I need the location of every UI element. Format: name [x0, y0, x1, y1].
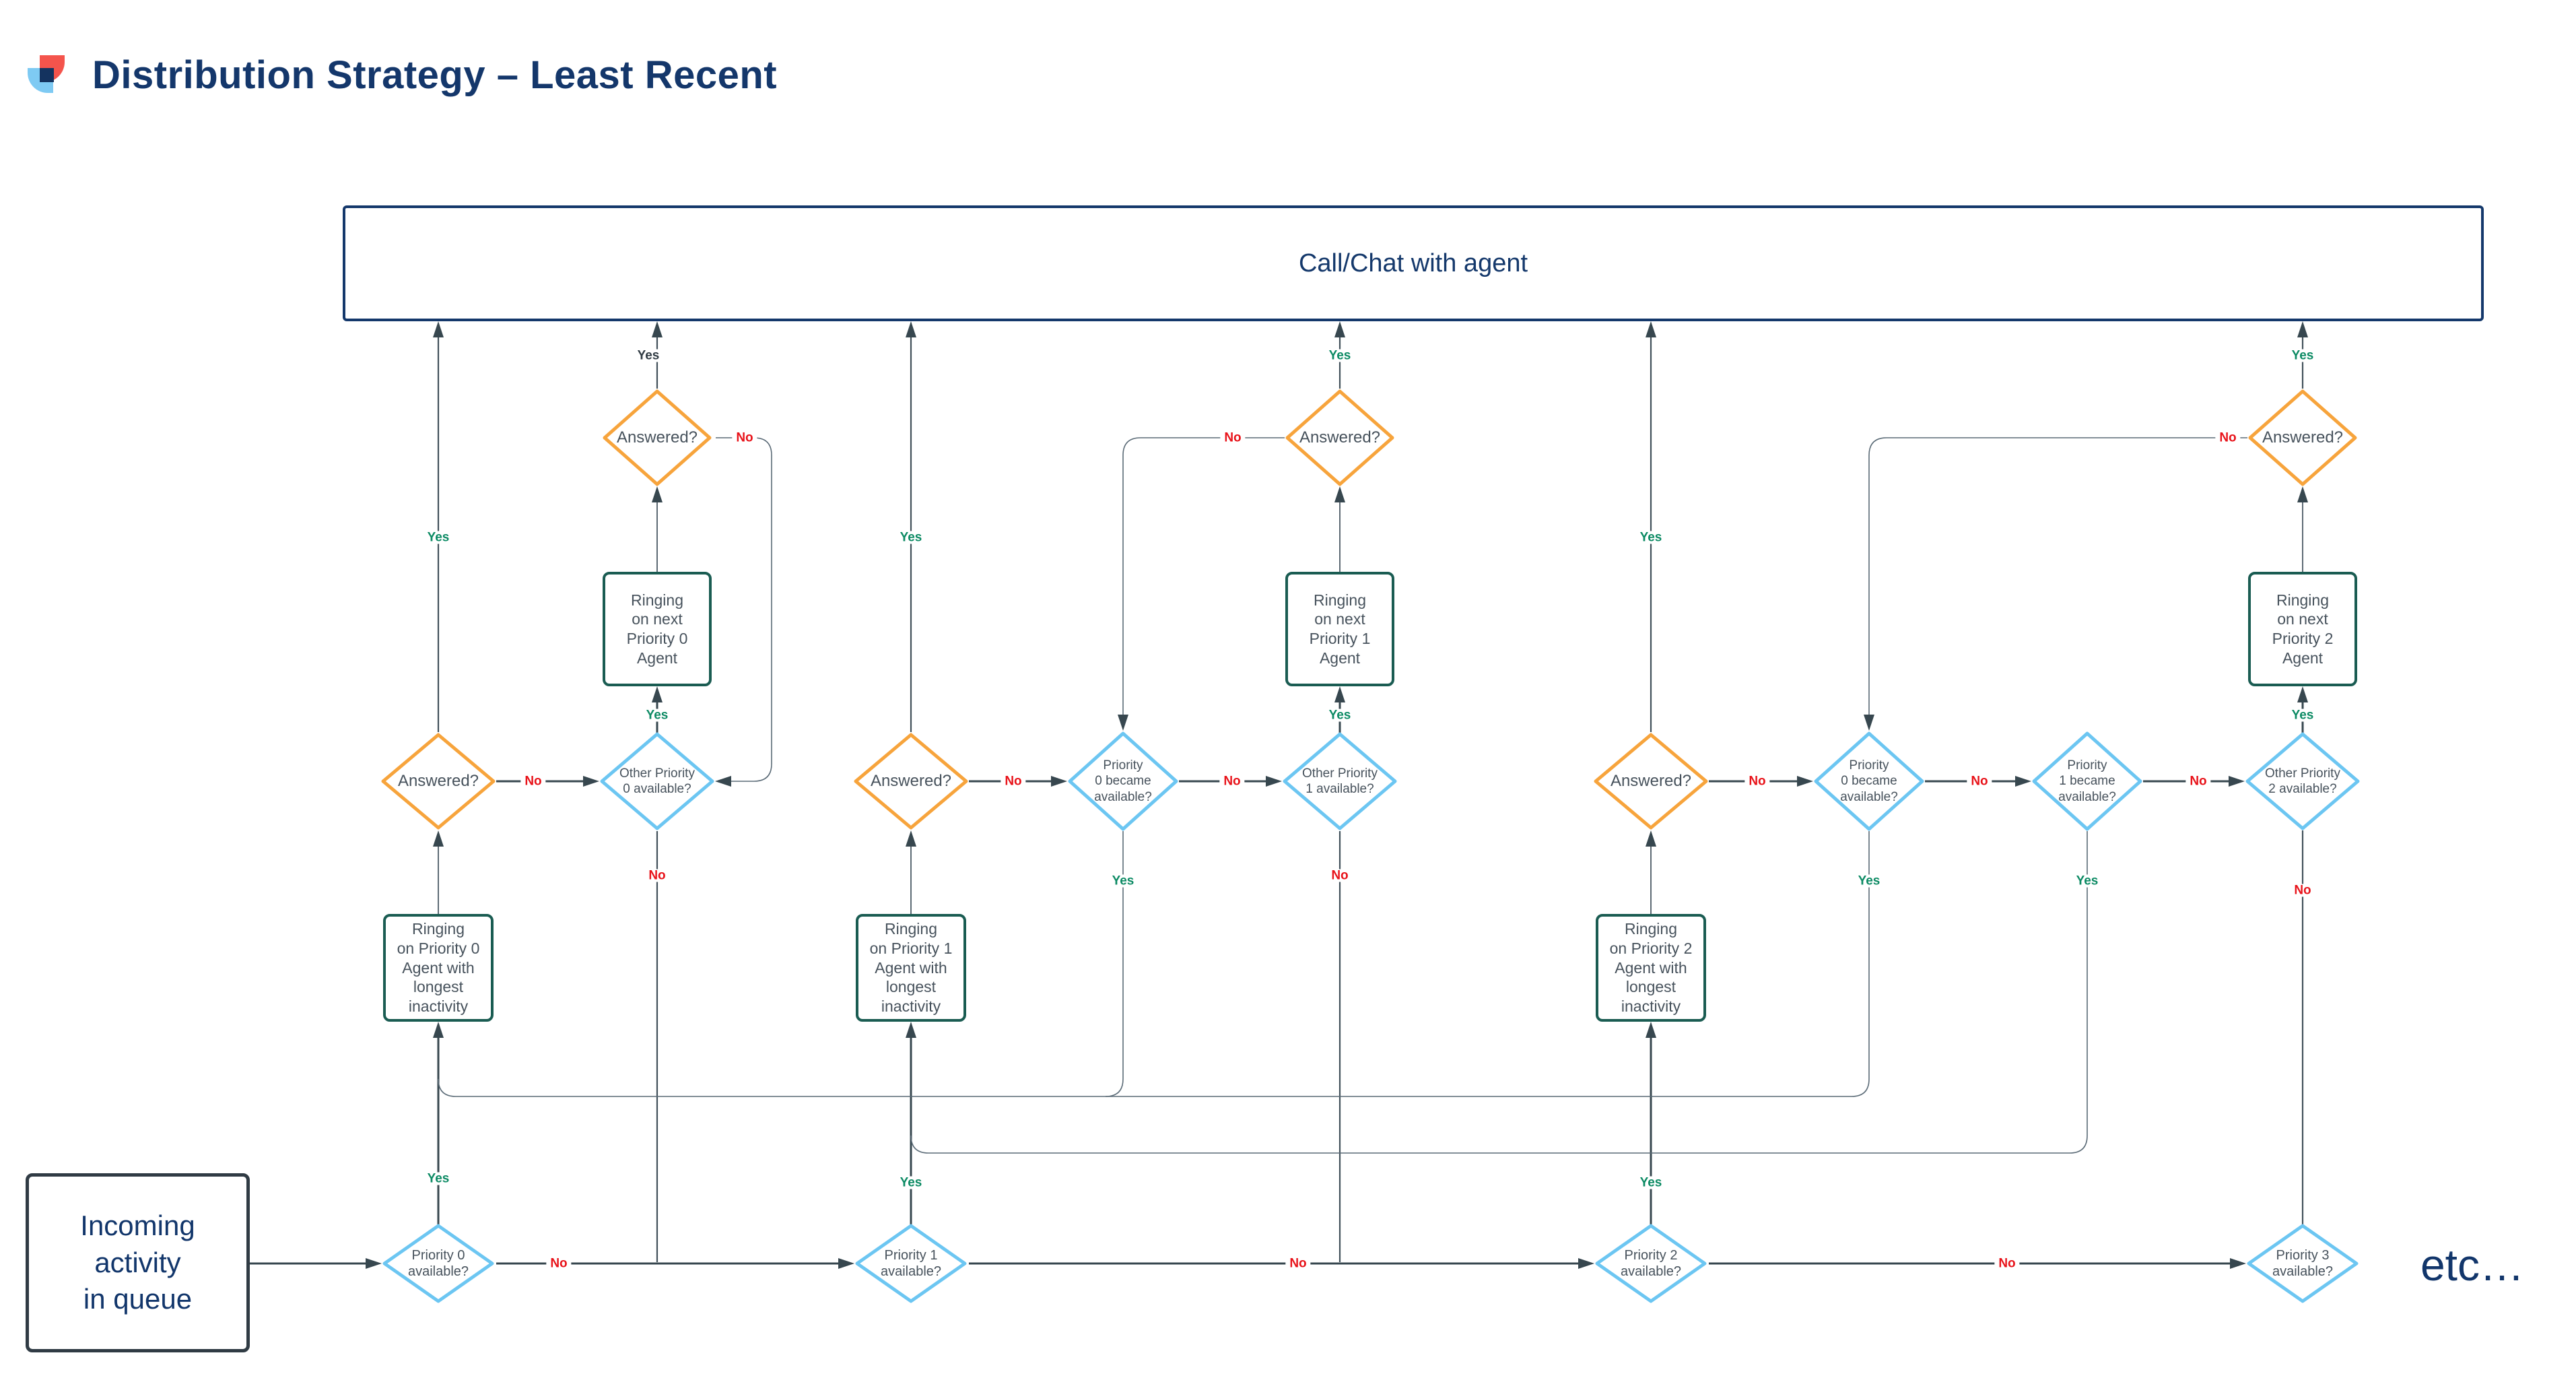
edge-label-yes: Yes [1324, 349, 1355, 362]
decision-other-priority-0-available: Other Priority 0 available? [599, 731, 715, 831]
connectors-top-no-loops [715, 437, 2247, 787]
edge-label-yes: Yes [1854, 874, 1885, 888]
process-ringing-priority-1-longest: Ringing on Priority 1 Agent with longest… [856, 914, 966, 1022]
decision-priority-2-available: Priority 2 available? [1594, 1223, 1707, 1304]
edge-label-yes: Yes [895, 531, 926, 544]
edge-label-no: No [732, 431, 757, 445]
process-ringing-priority-0-longest: Ringing on Priority 0 Agent with longest… [383, 914, 494, 1022]
decision-priority-1-available: Priority 1 available? [854, 1223, 968, 1304]
edge-label-no: No [1967, 775, 1992, 788]
decision-other-priority-1-available: Other Priority 1 available? [1282, 731, 1398, 831]
edge-label-yes: Yes [895, 1176, 926, 1189]
edge-label-yes: Yes [423, 1172, 454, 1185]
process-ringing-next-priority-2: Ringing on next Priority 2 Agent [2248, 572, 2357, 686]
edge-label-yes: Yes [642, 709, 673, 722]
decision-answered-next-priority-2: Answered? [2247, 389, 2358, 487]
edge-label-no: No [1327, 869, 1353, 882]
decision-answered-priority-1: Answered? [853, 732, 969, 830]
decision-priority-0-available: Priority 0 available? [382, 1223, 495, 1304]
edge-label-yes: Yes [2072, 874, 2103, 888]
edge-label-yes: Yes [1108, 874, 1139, 888]
edge-label-no: No [1219, 775, 1245, 788]
connectors-became-available-loops [438, 831, 2088, 1154]
etc-continuation-label: etc… [2420, 1240, 2525, 1290]
decision-priority-1-became-available: Priority 1 became available? [2031, 731, 2143, 832]
edge-label-no: No [1744, 775, 1770, 788]
decision-answered-priority-0: Answered? [380, 732, 496, 830]
page-title: Distribution Strategy – Least Recent [92, 53, 778, 97]
terminal-call-chat-with-agent: Call/Chat with agent [343, 205, 2484, 321]
connectors-ringing-to-answered [433, 486, 2308, 914]
edge-label-no: No [1285, 1257, 1311, 1270]
edge-label-yes: Yes [1324, 709, 1355, 722]
decision-answered-next-priority-1: Answered? [1285, 389, 1395, 487]
edge-label-yes: Yes [423, 531, 454, 544]
connectors-yes-to-ringing [433, 1022, 1656, 1224]
process-ringing-next-priority-0: Ringing on next Priority 0 Agent [603, 572, 712, 686]
edge-label-yes: Yes [1635, 531, 1666, 544]
decision-answered-priority-2: Answered? [1593, 732, 1709, 830]
process-ringing-next-priority-1: Ringing on next Priority 1 Agent [1285, 572, 1394, 686]
decision-answered-next-priority-0: Answered? [602, 389, 712, 487]
decision-other-priority-2-available: Other Priority 2 available? [2245, 731, 2361, 831]
edge-label-yes: Yes [1635, 1176, 1666, 1189]
edge-label-no: No [1994, 1257, 2020, 1270]
connectors-to-call-chat [433, 321, 2308, 732]
edge-label-no: No [1220, 431, 1246, 445]
edge-label-no: No [644, 869, 670, 882]
app-logo-icon [27, 55, 66, 94]
edge-label-no: No [520, 775, 546, 788]
edge-label-yes-dark: Yes [633, 349, 664, 362]
edge-label-no: No [1001, 775, 1026, 788]
decision-priority-0-became-available-b: Priority 0 became available? [1813, 731, 1925, 832]
connectors-mid-no-drops [656, 830, 2308, 1262]
logo-navy-shape [40, 68, 54, 82]
edge-label-no: No [546, 1257, 572, 1270]
edge-label-no: No [2185, 775, 2211, 788]
edge-label-yes: Yes [2287, 349, 2318, 362]
decision-priority-3-available: Priority 3 available? [2246, 1223, 2359, 1304]
edge-label-no: No [2290, 884, 2315, 897]
terminal-incoming-activity-in-queue: Incoming activity in queue [26, 1173, 250, 1352]
edge-label-yes: Yes [2287, 709, 2318, 722]
decision-priority-0-became-available-a: Priority 0 became available? [1067, 731, 1179, 832]
process-ringing-priority-2-longest: Ringing on Priority 2 Agent with longest… [1596, 914, 1706, 1022]
edge-label-no: No [2215, 431, 2241, 445]
